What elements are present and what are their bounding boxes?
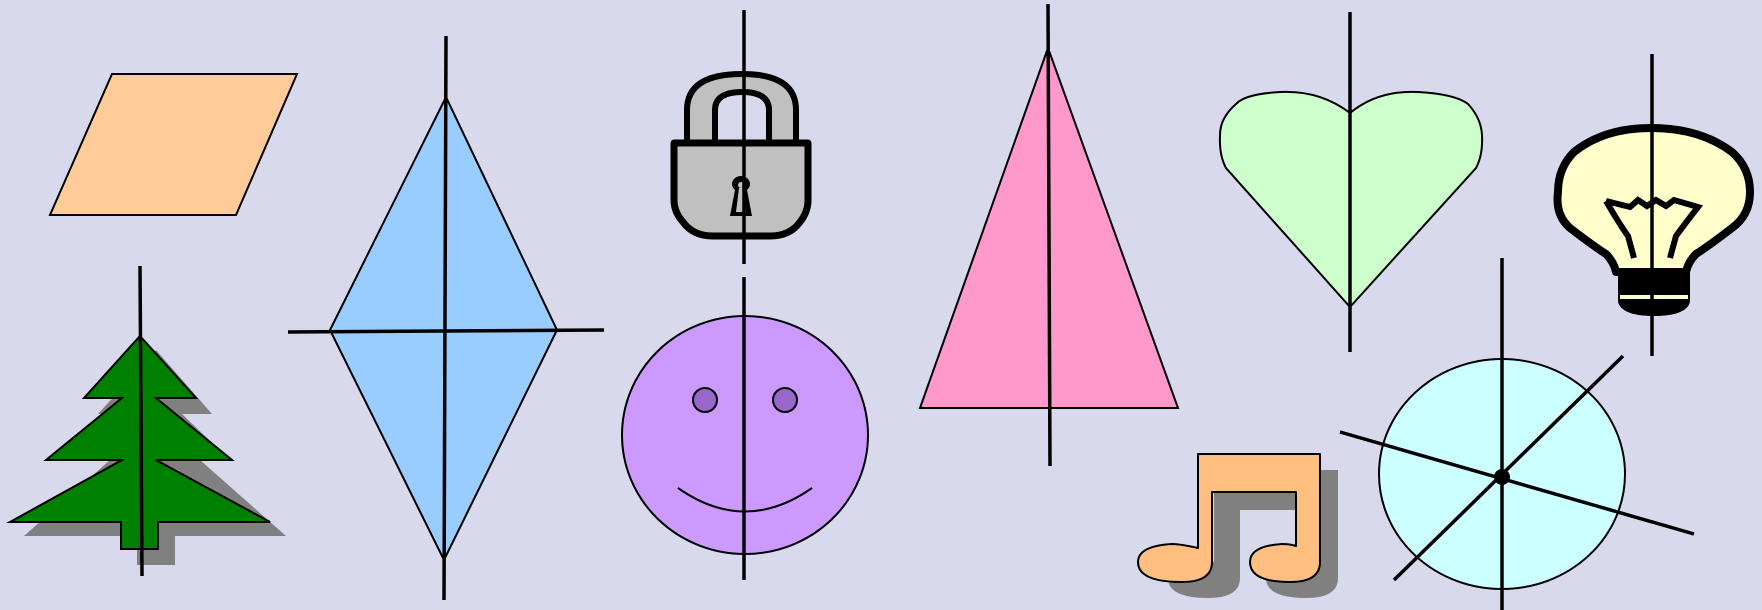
- triangle-axis: [1048, 4, 1050, 466]
- padlock-shackle: [687, 74, 796, 143]
- parallelogram: [50, 74, 297, 215]
- smiley-left-eye: [693, 388, 717, 412]
- smiley-face: [622, 277, 868, 580]
- tree-axis: [140, 266, 142, 576]
- padlock-icon: [674, 10, 808, 264]
- isosceles-triangle: [920, 4, 1178, 466]
- light-bulb-icon: [1558, 54, 1751, 356]
- fir-tree: [10, 266, 286, 576]
- kite: [288, 36, 604, 600]
- parallelogram-shape: [50, 74, 297, 215]
- bulb-base: [1618, 272, 1690, 316]
- music-note-icon: [1138, 454, 1338, 598]
- heart: [1220, 12, 1482, 352]
- smiley-right-eye: [773, 388, 797, 412]
- circle-center-point: [1494, 469, 1510, 485]
- bulb-base-stripe: [1620, 295, 1688, 299]
- kite-vertical-axis: [444, 36, 446, 600]
- kite-horizontal-axis: [288, 330, 604, 332]
